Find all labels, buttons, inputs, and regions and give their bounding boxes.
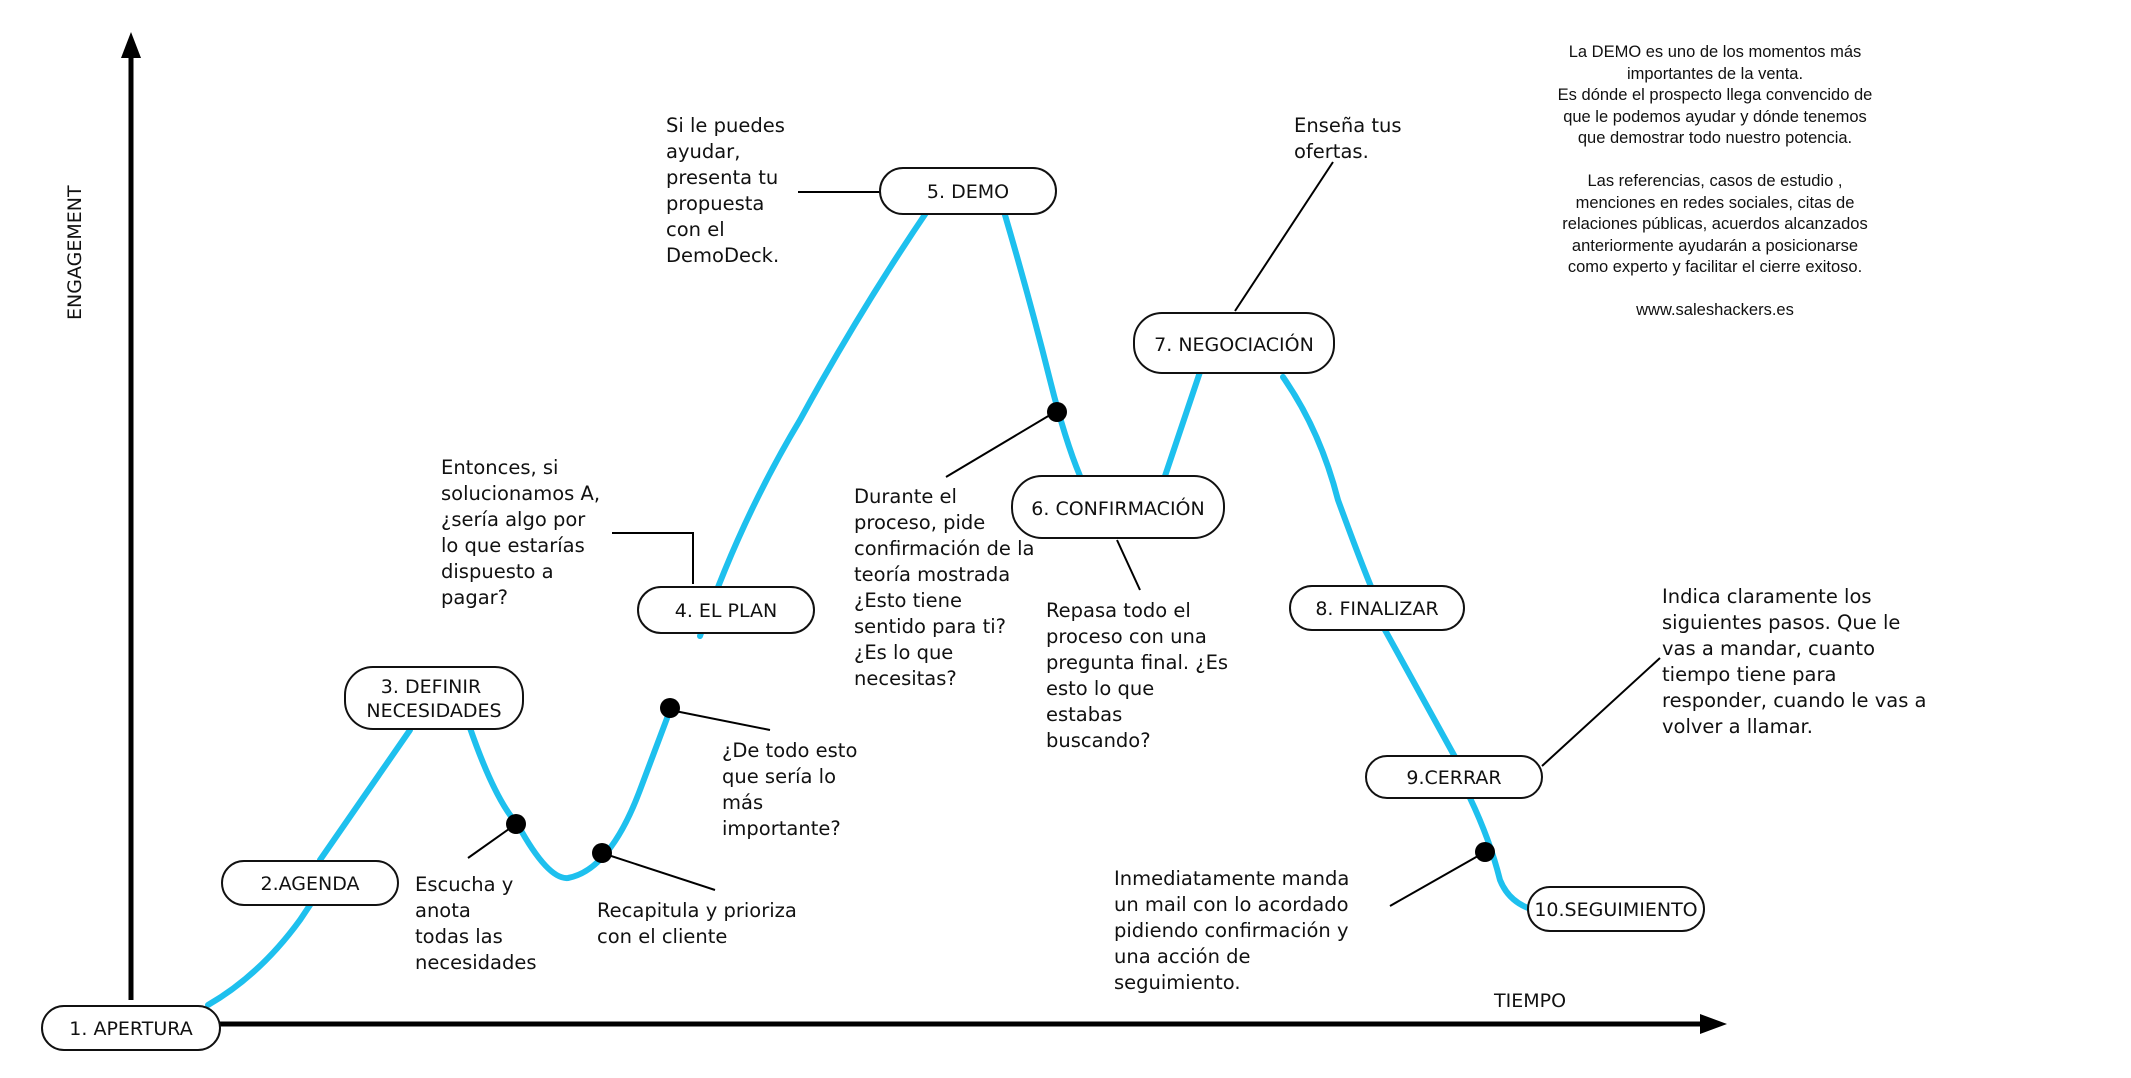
note-repasa: Repasa todo el proceso con una pregunta …: [1046, 599, 1229, 752]
stage-seguimiento-label: 10.SEGUIMIENTO: [1534, 899, 1697, 921]
y-axis-label: ENGAGEMENT: [64, 185, 86, 320]
note-de-todo-esto: ¿De todo esto que sería lo más important…: [722, 739, 858, 840]
dot-escucha: [506, 814, 526, 834]
stage-cerrar: 9.CERRAR: [1365, 755, 1543, 799]
engagement-curve: [205, 207, 1531, 1008]
stage-negociacion-label: 7. NEGOCIACIÓN: [1154, 332, 1314, 356]
stage-demo-label: 5. DEMO: [927, 181, 1009, 203]
stage-finalizar-label: 8. FINALIZAR: [1315, 598, 1438, 620]
stage-confirmacion: 6. CONFIRMACIÓN: [1011, 475, 1225, 539]
info-text: La DEMO es uno de los momentos más impor…: [1557, 43, 1873, 319]
note-durante: Durante el proceso, pide confirmación de…: [854, 485, 1035, 690]
stage-demo: 5. DEMO: [879, 167, 1057, 215]
stage-plan: 4. EL PLAN: [637, 586, 815, 634]
stage-boxes: 1. APERTURA 2.AGENDA 3. DEFINIR NECESIDA…: [41, 167, 1705, 1051]
stage-negociacion: 7. NEGOCIACIÓN: [1133, 312, 1335, 374]
stage-plan-label: 4. EL PLAN: [675, 600, 778, 622]
pointer-ensena: [1234, 161, 1334, 312]
pointer-recapitula: [601, 852, 716, 891]
curve-segment-finalizar-cerrar: [1382, 627, 1458, 760]
note-si-le-puedes: Si le puedes ayudar, presenta tu propues…: [666, 114, 785, 267]
stage-apertura: 1. APERTURA: [41, 1005, 221, 1051]
dot-de-todo-esto: [660, 698, 680, 718]
stage-agenda-label: 2.AGENDA: [260, 873, 359, 895]
curve-segment-definir-plan: [467, 702, 675, 881]
curve-segment-plan-demo: [697, 207, 931, 639]
dot-inmediatamente: [1475, 842, 1495, 862]
note-recapitula: Recapitula y prioriza con el cliente: [597, 899, 797, 948]
stage-confirmacion-label: 6. CONFIRMACIÓN: [1031, 496, 1204, 520]
pointer-indica: [1541, 657, 1661, 767]
note-ensena: Enseña tus ofertas.: [1294, 114, 1402, 163]
pointer-repasa: [1116, 539, 1141, 591]
stage-definir: 3. DEFINIR NECESIDADES: [344, 666, 524, 730]
pointer-durante: [945, 411, 1056, 478]
curve-segment-apertura-agenda: [205, 887, 323, 1008]
note-entonces: Entonces, si solucionamos A, ¿sería algo…: [441, 456, 601, 609]
note-inmediatamente: Inmediatamente manda un mail con lo acor…: [1114, 867, 1350, 994]
curve-segment-negociacion-finalizar: [1280, 374, 1375, 592]
pointer-de-todo-esto: [669, 709, 771, 731]
y-axis-arrowhead: [121, 32, 141, 58]
x-axis-arrowhead: [1700, 1014, 1727, 1034]
pointer-inmediatamente: [1389, 851, 1486, 907]
stage-cerrar-label: 9.CERRAR: [1406, 767, 1501, 789]
curve-segment-demo-confirmacion: [1002, 212, 1083, 479]
dot-durante: [1047, 402, 1067, 422]
dot-recapitula: [592, 843, 612, 863]
curve-dots: [506, 402, 1495, 863]
curve-segment-cerrar-seguimiento: [1467, 795, 1531, 911]
curve-segment-agenda-definir: [317, 727, 413, 863]
note-indica: Indica claramente los siguientes pasos. …: [1662, 585, 1927, 738]
x-axis-label: TIEMPO: [1494, 990, 1567, 1012]
stage-apertura-label: 1. APERTURA: [69, 1018, 192, 1040]
curve-segment-confirmacion-negociacion: [1162, 369, 1203, 479]
stage-seguimiento: 10.SEGUIMIENTO: [1527, 886, 1705, 932]
stage-definir-label: 3. DEFINIR NECESIDADES: [366, 676, 501, 722]
pointer-entonces: [612, 532, 694, 584]
note-escucha: Escucha y anota todas las necesidades: [415, 873, 537, 974]
stage-agenda: 2.AGENDA: [221, 860, 399, 906]
stage-finalizar: 8. FINALIZAR: [1289, 585, 1465, 631]
